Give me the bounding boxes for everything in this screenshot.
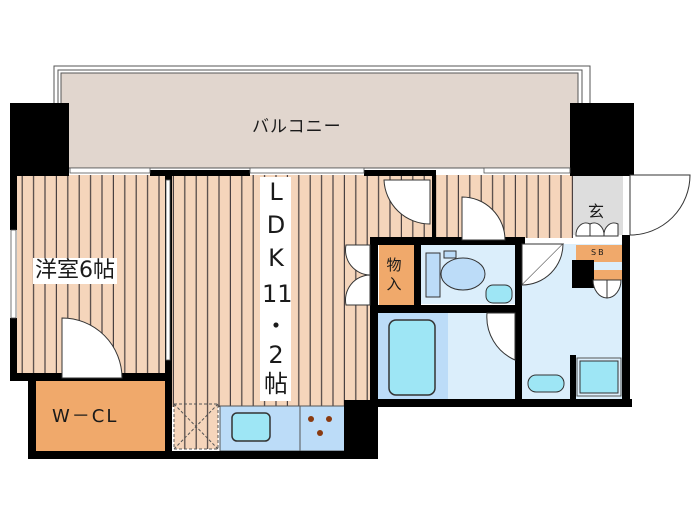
ldk-label-size-dec: 2 <box>268 341 284 369</box>
stove-burner <box>308 416 314 422</box>
walk-in-closet <box>36 381 166 451</box>
washing-machine-pan <box>576 357 622 397</box>
storage <box>379 245 414 305</box>
wash-basin <box>527 374 565 393</box>
stove-burner <box>326 416 332 422</box>
kitchen-counter <box>219 405 346 452</box>
sink <box>231 412 271 442</box>
ldk-label-size-int: 11 <box>262 280 293 308</box>
ldk-label-unit: 帖 <box>264 370 288 398</box>
entrance-label: 玄 <box>588 202 605 221</box>
ldk-label-k: K <box>268 244 284 272</box>
fridge-space <box>173 403 219 450</box>
ldk-label-l: L <box>269 178 283 206</box>
ldk-label-dot: ・ <box>264 312 288 340</box>
balcony-label: バルコニー <box>252 117 342 137</box>
ldk-label-band <box>260 177 291 401</box>
stove-burner <box>317 430 323 436</box>
balcony <box>53 65 591 169</box>
shoe-box <box>576 245 622 262</box>
walk-in-closet-label: W－CL <box>52 406 119 427</box>
shoe-box-lower <box>592 270 622 280</box>
storage-label: 物入 <box>386 256 402 293</box>
windows <box>10 167 571 361</box>
doors <box>61 174 691 379</box>
western-room-label: 洋室6帖 <box>33 258 117 284</box>
shoe-box-label: SB <box>591 248 606 257</box>
bathtub <box>388 319 436 396</box>
ldk-label-d: D <box>266 211 286 239</box>
toilet <box>425 250 513 304</box>
